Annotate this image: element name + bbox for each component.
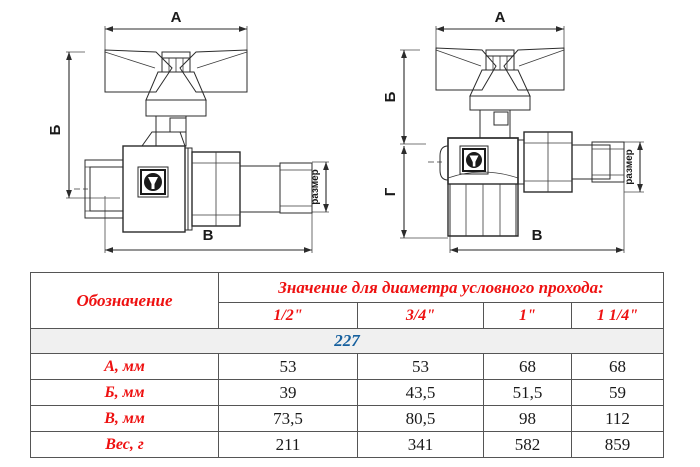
dimension-label-razmer: размер <box>310 169 321 205</box>
valve-brand-logo <box>459 145 489 175</box>
angle-ball-valve-drawing: A Б Г В <box>382 9 644 253</box>
cell-a-3: 68 <box>483 353 572 380</box>
model-number: 227 <box>29 328 665 354</box>
model-number-row: 227 <box>29 328 665 354</box>
dimension-V-left: В <box>104 196 313 253</box>
cell-b-3: 51,5 <box>483 379 572 406</box>
valve-body-left <box>74 131 313 233</box>
cell-weight-1: 211 <box>218 431 358 458</box>
dimension-razmer-right: размер <box>624 141 644 193</box>
cell-b-4: 59 <box>570 379 665 406</box>
cell-weight-3: 582 <box>483 431 572 458</box>
table-row: В, мм 73,5 80,5 98 112 <box>30 405 665 432</box>
valve-brand-logo <box>137 166 169 198</box>
cell-a-4: 68 <box>570 353 665 380</box>
dimension-A-left: A <box>104 9 248 50</box>
row-label-v: В, мм <box>30 405 219 432</box>
valve-body-right <box>428 131 625 237</box>
straight-ball-valve-drawing: A Б В размер <box>47 9 329 253</box>
column-header-size-1: 1/2" <box>218 302 358 329</box>
dimension-B-left: Б <box>47 51 120 199</box>
column-header-size-3: 1" <box>483 302 572 329</box>
dimension-label-B: Б <box>47 124 64 135</box>
technical-drawings-area: A Б В размер <box>47 9 644 253</box>
cell-b-1: 39 <box>218 379 358 406</box>
specification-table: Обозначение Значение для диаметра условн… <box>29 272 665 458</box>
dimension-B-right: Б <box>382 49 426 145</box>
table-header-row-1: Обозначение Значение для диаметра условн… <box>30 272 665 329</box>
row-label-weight: Вес, г <box>30 431 219 458</box>
dimension-V-right: В <box>449 178 625 253</box>
table-row: Вес, г 211 341 582 859 <box>30 431 665 458</box>
row-label-a: А, мм <box>30 353 219 380</box>
cell-v-3: 98 <box>483 405 572 432</box>
dimension-label-B: Б <box>382 91 399 102</box>
cell-weight-4: 859 <box>570 431 665 458</box>
cell-a-2: 53 <box>357 353 484 380</box>
table-header-row-2: 1/2" 3/4" 1" 1 1/4" <box>31 302 665 329</box>
cell-v-2: 80,5 <box>357 405 484 432</box>
header-values-for: Значение для диаметра условного прохода: <box>217 272 665 303</box>
dimension-label-V: В <box>532 227 543 244</box>
cell-b-2: 43,5 <box>357 379 484 406</box>
dimension-label-A: A <box>495 9 506 26</box>
dimension-G-right: Г <box>382 146 448 239</box>
cell-a-1: 53 <box>218 353 358 380</box>
dimension-label-V: В <box>203 227 214 244</box>
column-header-size-2: 3/4" <box>357 302 484 329</box>
butterfly-handle-right <box>435 47 565 139</box>
table-row: А, мм 53 53 68 68 <box>30 353 665 380</box>
column-header-size-4: 1 1/4" <box>570 302 665 329</box>
cell-v-1: 73,5 <box>218 405 358 432</box>
dimension-label-G: Г <box>382 187 399 196</box>
row-label-b: Б, мм <box>30 379 219 406</box>
cell-v-4: 112 <box>570 405 665 432</box>
dimension-A-right: A <box>435 9 565 48</box>
table-row: Б, мм 39 43,5 51,5 59 <box>30 379 665 406</box>
dimension-label-razmer: размер <box>624 149 635 185</box>
header-designation: Обозначение <box>30 272 219 329</box>
dimension-label-A: A <box>171 9 182 26</box>
cell-weight-2: 341 <box>357 431 484 458</box>
dimension-razmer-left: размер <box>310 161 329 213</box>
